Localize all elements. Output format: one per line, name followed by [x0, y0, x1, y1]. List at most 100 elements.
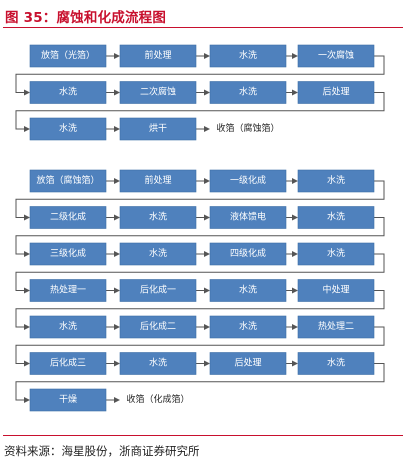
wrap-arrow	[15, 217, 385, 257]
process-step: 水洗	[119, 242, 197, 266]
source-note: 资料来源：海星股份，浙商证券研究所	[4, 444, 200, 458]
process-step-label: 水洗	[59, 320, 77, 332]
process-step-label: 收箔（腐蚀箔）	[216, 122, 279, 134]
process-step: 二次腐蚀	[119, 81, 197, 104]
process-step: 四级化成	[209, 242, 287, 266]
wrap-arrow	[15, 363, 385, 403]
process-step-box	[209, 81, 287, 104]
process-step: 后处理	[297, 81, 375, 104]
process-step: 后化成三	[29, 352, 107, 375]
process-step-label: 收箔（化成箔）	[126, 393, 189, 405]
process-step: 水洗	[119, 352, 197, 375]
wrap-arrow	[15, 92, 385, 132]
process-step-label: 放箔（腐蚀箔）	[36, 174, 99, 186]
process-step-box	[119, 44, 197, 68]
process-step-box	[29, 44, 107, 68]
process-step: 水洗	[297, 169, 375, 193]
process-step: 一级化成	[209, 169, 287, 193]
process-step-label: 水洗	[239, 284, 257, 296]
footer-divider	[3, 435, 403, 436]
process-step-label: 后化成三	[50, 357, 86, 369]
process-step-label: 热处理一	[50, 284, 86, 296]
process-step: 水洗	[297, 352, 375, 375]
process-step-box	[297, 315, 375, 339]
process-step: 水洗	[29, 315, 107, 339]
wrap-arrow	[15, 253, 385, 294]
process-step-box	[119, 81, 197, 104]
process-step-label: 水洗	[59, 86, 77, 98]
process-step: 水洗	[29, 117, 107, 141]
process-step-label: 水洗	[239, 49, 257, 61]
process-step-box	[29, 81, 107, 104]
flowchart: 放箔（光箔）前处理水洗一次腐蚀水洗二次腐蚀水洗后处理水洗烘干收箔（腐蚀箔）放箔（…	[15, 44, 385, 412]
process-step-label: 水洗	[327, 211, 345, 223]
process-step-label: 后化成一	[140, 284, 176, 296]
process-step-label: 水洗	[239, 320, 257, 332]
process-step-label: 水洗	[239, 86, 257, 98]
process-step-box	[297, 242, 375, 266]
process-step: 烘干	[119, 117, 197, 141]
process-step-label: 中处理	[322, 284, 349, 296]
process-step-box	[209, 206, 287, 229]
process-step-label: 水洗	[327, 174, 345, 186]
process-step: 前处理	[119, 169, 197, 193]
process-step: 水洗	[297, 206, 375, 229]
process-step-box	[29, 388, 107, 412]
process-step: 水洗	[209, 315, 287, 339]
process-step: 水洗	[29, 81, 107, 104]
process-step: 前处理	[119, 44, 197, 68]
process-step-box	[209, 242, 287, 266]
process-step: 放箔（光箔）	[29, 44, 107, 68]
process-step: 中处理	[297, 279, 375, 302]
process-step-box	[29, 117, 107, 141]
process-step-box	[29, 352, 107, 375]
process-step: 一次腐蚀	[297, 44, 375, 68]
process-step-label: 前处理	[144, 174, 171, 186]
process-step-box	[119, 206, 197, 229]
process-step-box	[29, 279, 107, 302]
process-step-label: 二级化成	[50, 211, 86, 223]
process-step-label: 热处理二	[318, 320, 354, 332]
process-step-label: 后化成二	[140, 320, 176, 332]
process-step-box	[209, 169, 287, 193]
process-step-box	[297, 81, 375, 104]
process-step-box	[209, 279, 287, 302]
process-step-box	[297, 169, 375, 193]
process-step: 热处理一	[29, 279, 107, 302]
process-step-box	[29, 242, 107, 266]
process-step-box	[297, 352, 375, 375]
process-step-label: 二次腐蚀	[140, 86, 176, 98]
process-step-box	[119, 242, 197, 266]
process-step-box	[119, 117, 197, 141]
process-step: 收箔（腐蚀箔）	[216, 122, 279, 134]
wrap-arrow	[15, 55, 385, 96]
process-step: 水洗	[209, 44, 287, 68]
wrap-arrow	[15, 290, 385, 330]
title-divider	[3, 27, 403, 28]
process-step: 水洗	[297, 242, 375, 266]
process-step: 后化成一	[119, 279, 197, 302]
figure-title: 图 35：腐蚀和化成流程图	[5, 10, 167, 26]
wrap-arrow	[15, 180, 385, 221]
process-step: 水洗	[119, 206, 197, 229]
process-step: 干燥	[29, 388, 107, 412]
process-step-label: 四级化成	[230, 247, 266, 259]
process-step-box	[297, 279, 375, 302]
process-step-label: 水洗	[327, 357, 345, 369]
process-step-label: 水洗	[149, 247, 167, 259]
process-step-label: 水洗	[59, 122, 77, 134]
process-step-label: 水洗	[149, 357, 167, 369]
process-step-box	[297, 44, 375, 68]
process-step-label: 液体馈电	[230, 211, 266, 223]
process-step: 热处理二	[297, 315, 375, 339]
process-step-label: 三级化成	[50, 247, 86, 259]
process-step-box	[209, 352, 287, 375]
process-step-label: 放箔（光箔）	[41, 49, 95, 61]
process-step-box	[29, 169, 107, 193]
process-step-label: 干燥	[59, 394, 77, 405]
process-step-box	[119, 169, 197, 193]
process-step-box	[119, 352, 197, 375]
process-step: 二级化成	[29, 206, 107, 229]
process-step-label: 后处理	[322, 86, 349, 98]
process-step-label: 后处理	[234, 357, 261, 369]
